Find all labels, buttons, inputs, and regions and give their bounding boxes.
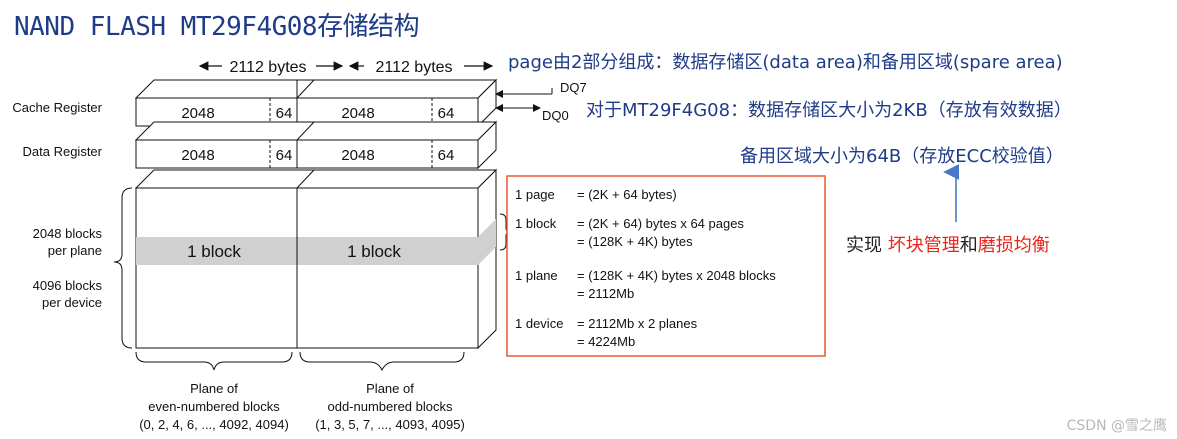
plane-odd-line2: odd-numbered blocks [327, 399, 453, 414]
byte-width-arrows: 2112 bytes 2112 bytes [198, 59, 494, 76]
note-implement-prefix: 实现 [846, 235, 882, 256]
blocks-per-device-2: per device [42, 295, 102, 310]
note-wear-leveling: 磨损均衡 [977, 235, 1050, 256]
info-key-plane: 1 plane [515, 268, 558, 283]
dq0-label: DQ0 [542, 108, 569, 123]
note-page-parts: page由2部分组成：数据存储区(data area)和备用区域(spare a… [508, 52, 1063, 73]
plane-odd-line1: Plane of [366, 381, 414, 396]
blocks-per-plane-1: 2048 blocks [33, 226, 103, 241]
data-main-right: 2048 [341, 147, 374, 164]
watermark: CSDN @雪之鹰 [1066, 418, 1167, 434]
block-band [136, 237, 478, 265]
data-spare-left: 64 [276, 147, 293, 164]
page-title: NAND FLASH MT29F4G08存储结构 [14, 12, 420, 42]
cache-main-left: 2048 [181, 105, 214, 122]
plane-even-line3: (0, 2, 4, 6, ..., 4092, 4094) [139, 417, 289, 432]
info-plane-line2: = 2112Mb [577, 286, 634, 301]
note-implement: 实现 坏块管理和磨损均衡 [846, 231, 1050, 257]
block-label-left: 1 block [187, 242, 241, 261]
cache-spare-left: 64 [276, 105, 293, 122]
bytes-label-right: 2112 bytes [375, 59, 452, 76]
dq7-label: DQ7 [560, 80, 587, 95]
bottom-brace-even [135, 351, 293, 371]
capacity-info-text: 1 page = (2K + 64 bytes) 1 block = (2K +… [515, 187, 776, 349]
left-brace [113, 187, 133, 349]
info-key-device: 1 device [515, 316, 563, 331]
dq-arrows: DQ7 DQ0 [495, 80, 587, 123]
info-device-line2: = 4224Mb [577, 334, 635, 349]
cache-main-right: 2048 [341, 105, 374, 122]
data-main-left: 2048 [181, 147, 214, 164]
info-page-line1: = (2K + 64 bytes) [577, 187, 677, 202]
info-block-line1: = (2K + 64) bytes x 64 pages [577, 216, 744, 231]
info-key-block: 1 block [515, 216, 557, 231]
plane-odd-line3: (1, 3, 5, 7, ..., 4093, 4095) [315, 417, 465, 432]
data-spare-right: 64 [438, 147, 455, 164]
plane-even-line2: even-numbered blocks [148, 399, 280, 414]
bytes-label-left: 2112 bytes [229, 59, 306, 76]
blocks-per-plane-2: per plane [48, 243, 102, 258]
data-register-label: Data Register [23, 144, 103, 159]
capacity-info-box [506, 175, 826, 357]
info-plane-line1: = (128K + 4K) bytes x 2048 blocks [577, 268, 776, 283]
info-device-line1: = 2112Mb x 2 planes [577, 316, 698, 331]
note-data-area-size: 对于MT29F4G08：数据存储区大小为2KB（存放有效数据） [586, 100, 1072, 121]
note-and: 和 [959, 235, 978, 256]
info-block-line2: = (128K + 4K) bytes [577, 234, 693, 249]
data-register: 2048 64 2048 64 [134, 120, 498, 170]
cache-register: 2048 64 2048 64 [134, 78, 498, 128]
memory-array: 1 block 1 block [134, 168, 511, 350]
info-key-page: 1 page [515, 187, 555, 202]
bottom-brace-odd [299, 351, 465, 372]
cache-register-label: Cache Register [12, 100, 102, 115]
note-spare-area-size: 备用区域大小为64B（存放ECC校验值） [740, 146, 1064, 167]
note-bad-block: 坏块管理 [887, 235, 960, 256]
plane-even-line1: Plane of [190, 381, 238, 396]
blocks-per-device-1: 4096 blocks [33, 278, 103, 293]
block-label-right: 1 block [347, 242, 401, 261]
cache-spare-right: 64 [438, 105, 455, 122]
